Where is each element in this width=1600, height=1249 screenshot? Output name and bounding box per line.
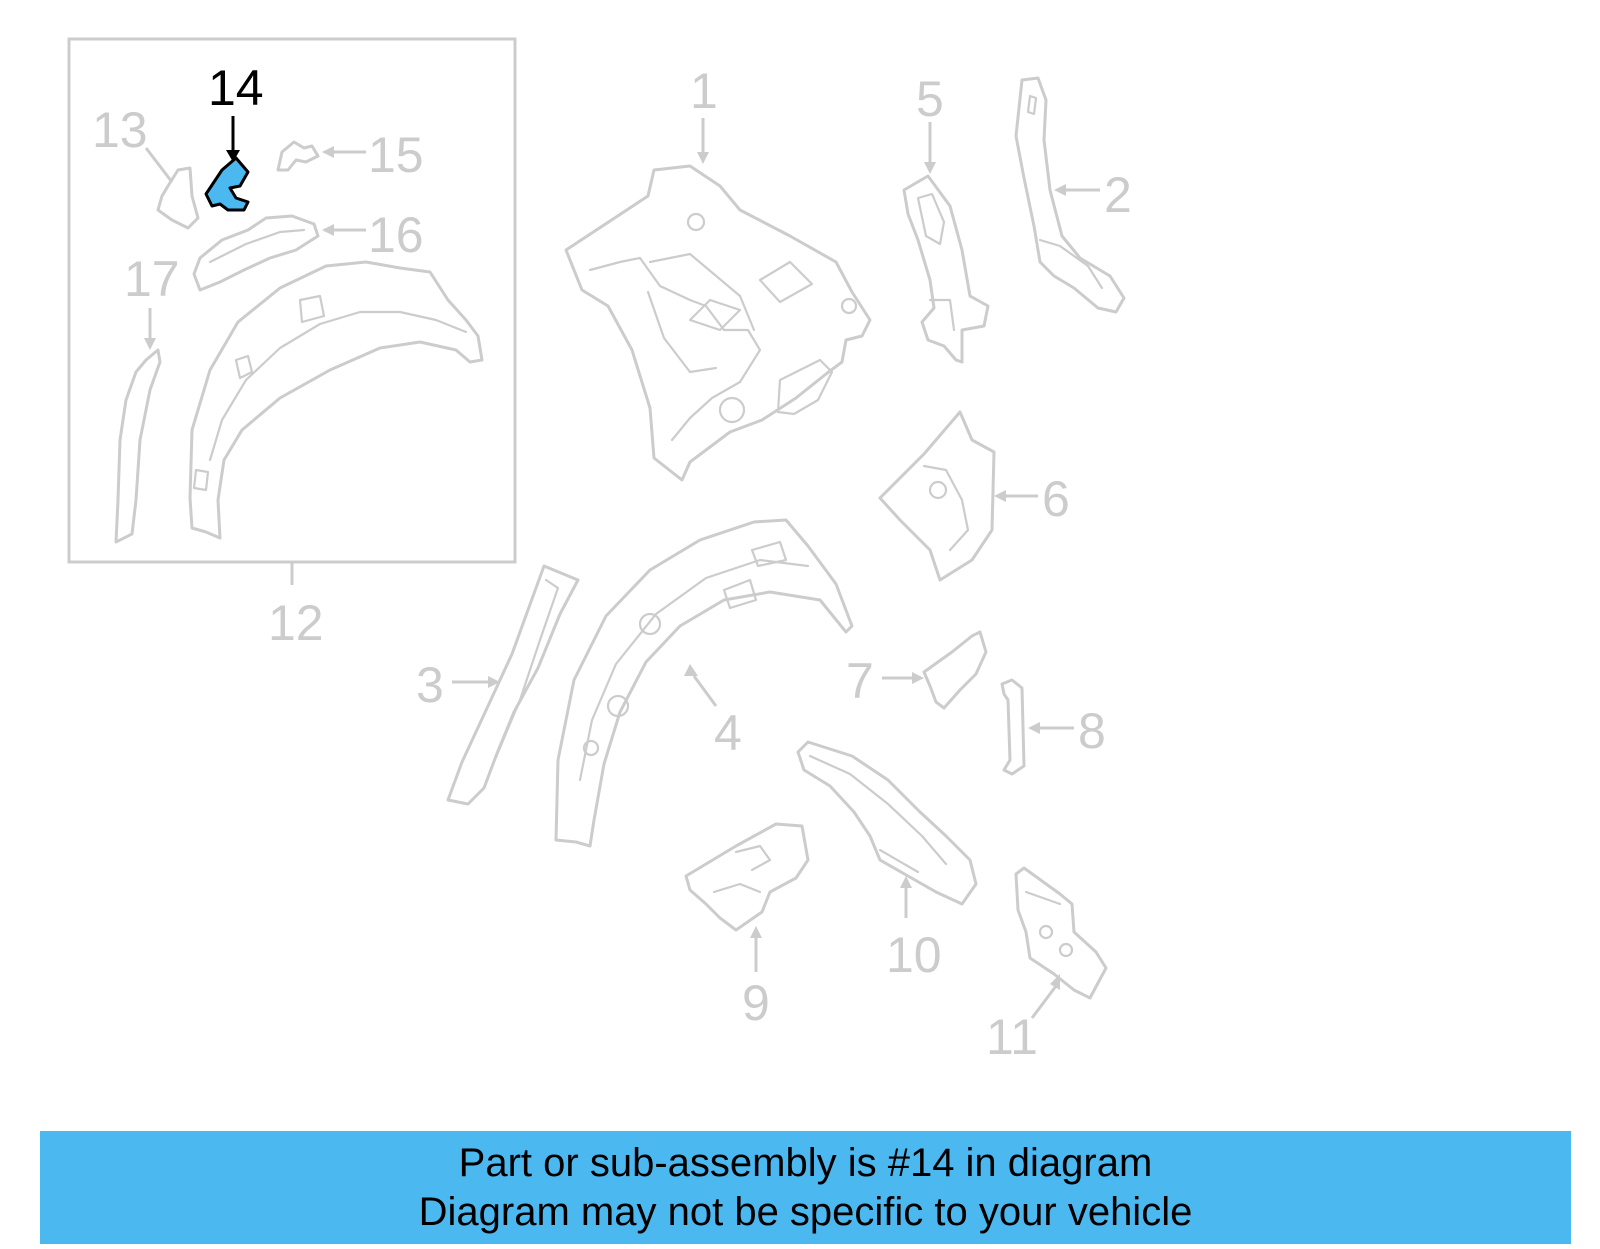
callout-10[interactable]: 10 — [886, 927, 942, 983]
leader-13 — [144, 147, 174, 183]
leader-3-arrowhead — [488, 676, 500, 688]
part-10[interactable] — [796, 740, 978, 906]
callout-17[interactable]: 17 — [124, 251, 180, 307]
leader-4 — [692, 675, 718, 707]
leader-17-arrowhead — [144, 338, 156, 350]
callout-6[interactable]: 6 — [1042, 471, 1070, 527]
leader-10-arrowhead — [900, 876, 912, 888]
callout-16[interactable]: 16 — [368, 207, 424, 263]
leader-1-arrowhead — [697, 152, 709, 164]
leader-9-arrowhead — [750, 926, 762, 938]
callout-2[interactable]: 2 — [1104, 167, 1132, 223]
leader-5-arrowhead — [924, 162, 936, 174]
part-3[interactable] — [446, 564, 580, 806]
part-14[interactable] — [204, 156, 250, 212]
leader-15-arrowhead — [322, 146, 334, 158]
callout-15[interactable]: 15 — [368, 127, 424, 183]
callout-11[interactable]: 11 — [986, 1009, 1038, 1065]
part-12-wheelhouse[interactable] — [188, 260, 484, 540]
leader-11 — [1030, 985, 1058, 1019]
leader-14-arrowhead — [226, 150, 240, 162]
leader-6-arrowhead — [994, 490, 1006, 502]
callout-7[interactable]: 7 — [846, 653, 874, 709]
callout-5[interactable]: 5 — [916, 71, 944, 127]
part-7[interactable] — [922, 630, 988, 710]
banner-line-part: Part or sub-assembly is #14 in diagram — [458, 1141, 1153, 1185]
part-8[interactable] — [1000, 678, 1026, 776]
part-5[interactable] — [902, 174, 990, 364]
part-2[interactable] — [1014, 76, 1126, 314]
leader-4-arrowhead — [684, 664, 698, 676]
part-16[interactable] — [192, 214, 320, 292]
part-9[interactable] — [684, 822, 810, 932]
part-11[interactable] — [1014, 866, 1108, 1000]
leader-11-arrowhead — [1050, 974, 1060, 990]
banner-line-disclaimer: Diagram may not be specific to your vehi… — [418, 1190, 1193, 1234]
callout-3[interactable]: 3 — [416, 657, 444, 713]
parts-diagram: 12 13 14 15 16 17 1 5 2 6 — [67, 37, 1132, 1065]
part-17[interactable] — [114, 348, 162, 544]
callout-12[interactable]: 12 — [268, 595, 324, 651]
callout-13[interactable]: 13 — [92, 102, 148, 158]
callout-8[interactable]: 8 — [1078, 703, 1106, 759]
part-13[interactable] — [156, 166, 200, 230]
part-4[interactable] — [554, 518, 854, 848]
callout-4[interactable]: 4 — [714, 705, 742, 761]
leader-16-arrowhead — [322, 224, 334, 236]
callout-1[interactable]: 1 — [690, 63, 718, 119]
part-6[interactable] — [878, 410, 996, 582]
leader-7-arrowhead — [912, 672, 924, 684]
part-1[interactable] — [564, 164, 872, 482]
info-banner: Part or sub-assembly is #14 in diagram D… — [40, 1131, 1571, 1244]
leader-2-arrowhead — [1054, 184, 1066, 196]
callout-9[interactable]: 9 — [742, 975, 770, 1031]
callout-14[interactable]: 14 — [208, 60, 264, 116]
leader-8-arrowhead — [1028, 722, 1040, 734]
part-15[interactable] — [276, 140, 320, 172]
